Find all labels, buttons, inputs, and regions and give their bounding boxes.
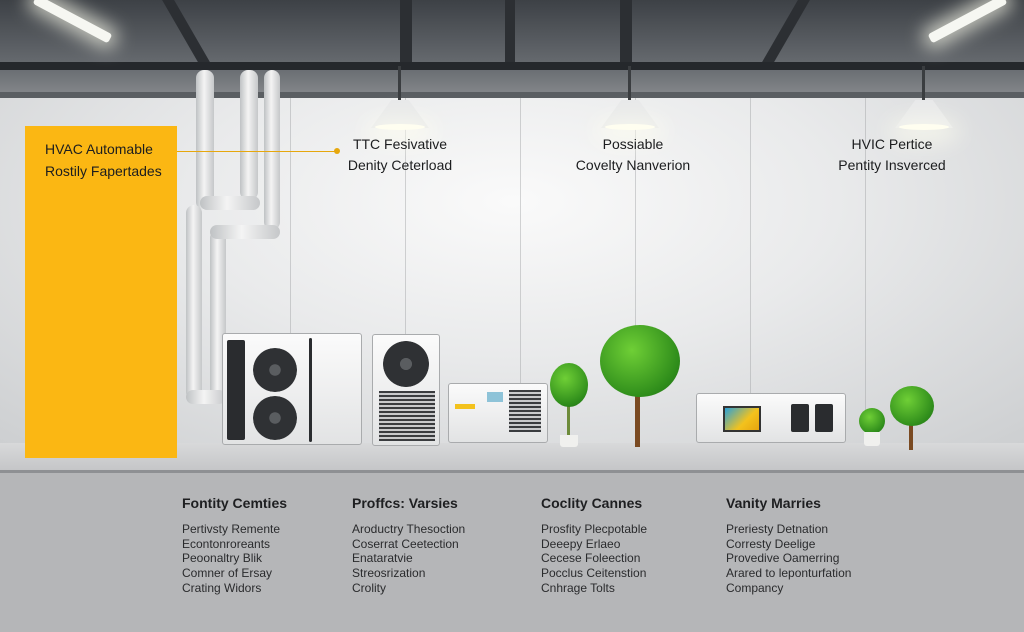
column-item: Crolity	[352, 580, 387, 595]
control-panel	[227, 340, 245, 440]
column-item: Preriesty Detnation	[726, 522, 829, 536]
pipe	[196, 70, 214, 210]
trunk	[567, 390, 570, 435]
pot	[560, 435, 578, 447]
column-title: Fontity Cemties	[182, 495, 288, 511]
vent-grille	[509, 390, 541, 432]
pendant-lamp	[601, 66, 659, 132]
fan-icon	[253, 396, 297, 440]
column-item: Crating Widors	[182, 580, 262, 595]
ceiling-beam	[620, 0, 632, 62]
wall-label: Possiable Covelty Nanverion	[553, 134, 713, 176]
small-screen	[487, 392, 503, 402]
lower-area	[0, 473, 1024, 632]
column-item: Prosfity Plecpotable	[541, 522, 648, 536]
info-column: Fontity Cemties Pertivsty Remente Econto…	[182, 494, 372, 596]
pipe	[186, 205, 202, 400]
wall-label-line-2: Covelty Nanverion	[575, 157, 691, 173]
callout-line	[177, 151, 337, 152]
column-item: Streosrization	[352, 566, 426, 581]
column-item: Compancy	[726, 580, 784, 595]
info-column: Proffcs: Varsies Aroductry Thesoction Co…	[352, 494, 542, 596]
hvac-compact-unit	[448, 383, 548, 443]
wall-seam	[635, 98, 636, 443]
column-item: Comner of Ersay	[182, 566, 273, 581]
column-item: Provedive Oamerring	[726, 551, 840, 566]
pipe	[186, 390, 226, 404]
ceiling-rail	[0, 92, 1024, 98]
wall-seam	[865, 98, 866, 443]
column-item: Cnhrage Tolts	[541, 580, 615, 595]
ceiling-beam	[505, 0, 515, 62]
info-column: Coclity Cannes Prosfity Plecpotable Deee…	[541, 494, 731, 596]
plant-icon	[550, 363, 588, 407]
column-item: Econtonroreants	[182, 536, 271, 551]
column-item: Pertivsty Remente	[182, 522, 281, 536]
fan-icon	[253, 348, 297, 392]
pipe	[264, 70, 280, 230]
wall-label-line-1: TTC Fesivative	[352, 136, 448, 152]
tree-icon	[600, 325, 680, 397]
floor-edge	[0, 470, 1024, 473]
ceiling-beam	[400, 0, 412, 62]
wall-label-line-1: HVIC Pertice	[851, 136, 933, 152]
wall-seam	[290, 98, 291, 443]
wall-label-line-1: Possiable	[602, 136, 664, 152]
trunk	[635, 385, 640, 447]
pipe	[200, 196, 260, 210]
column-item: Coserrat Ceetection	[352, 536, 459, 551]
tree-icon	[890, 386, 934, 426]
column-title: Coclity Cannes	[541, 495, 643, 511]
column-title: Vanity Marries	[726, 495, 821, 511]
pot	[864, 432, 880, 446]
vent-grille	[379, 391, 435, 441]
panel-line-1: HVAC Automable	[45, 141, 153, 157]
info-column: Vanity Marries Preriesty Detnation Corre…	[726, 494, 926, 596]
column-title: Proffcs: Varsies	[352, 495, 458, 511]
yellow-sign-panel	[25, 126, 177, 458]
column-item: Enataratvie	[352, 551, 413, 566]
column-item: Deeepy Erlaeo	[541, 536, 621, 551]
hvac-outdoor-unit	[222, 333, 362, 445]
column-item: Aroductry Thesoction	[352, 522, 466, 536]
wall-label: TTC Fesivative Denity Ceterload	[320, 134, 480, 176]
hvac-tower-unit	[372, 334, 440, 446]
column-item: Corresty Deelige	[726, 536, 816, 551]
panel-line-2: Rostily Fapertades	[45, 163, 162, 179]
fan-icon	[383, 341, 429, 387]
wall-label-line-2: Denity Ceterload	[347, 157, 453, 173]
column-item: Arared to leponturfation	[726, 566, 852, 581]
ceiling-rail	[0, 62, 1024, 70]
wall-label-line-2: Pentity Insverced	[838, 157, 946, 173]
hvac-control-unit	[696, 393, 846, 443]
panel-text: HVAC Automable Rostily Fapertades	[45, 138, 175, 182]
callout-dot	[334, 148, 340, 154]
wall-seam	[750, 98, 751, 443]
plant-icon	[859, 408, 885, 434]
button-panel	[815, 404, 833, 432]
button-panel	[791, 404, 809, 432]
column-item: Peoonaltry Blik	[182, 551, 263, 566]
wall-seam	[405, 98, 406, 443]
trunk	[909, 415, 913, 450]
pendant-lamp	[895, 66, 953, 132]
pipe	[240, 70, 258, 200]
divider	[309, 338, 312, 442]
column-item: Cecese Foleection	[541, 551, 641, 566]
yellow-tag	[455, 404, 475, 409]
wall-label: HVIC Pertice Pentity Insverced	[812, 134, 972, 176]
display-screen	[723, 406, 761, 432]
column-item: Pocclus Ceitenstion	[541, 566, 647, 581]
wall-seam	[520, 98, 521, 443]
pipe	[210, 225, 280, 239]
pendant-lamp	[371, 66, 429, 132]
